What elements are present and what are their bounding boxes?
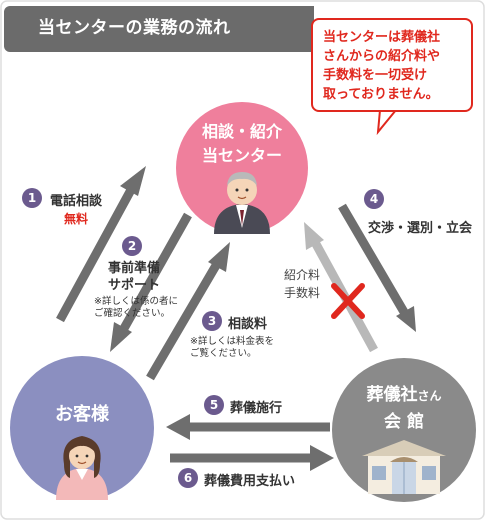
arrow-2 — [110, 212, 192, 352]
page-title: 当センターの業務の流れ — [38, 18, 231, 38]
step-5-label: 葬儀施行 — [230, 401, 283, 416]
arrow-5 — [166, 414, 330, 440]
staff-person-icon — [214, 172, 270, 234]
step-4-label: 交渉・選別・立会 — [368, 221, 473, 236]
blocked-line2: 手数料 — [284, 286, 321, 300]
customer-person-icon — [56, 436, 108, 500]
step-2-badge: 2 — [122, 236, 142, 256]
notice-line: 当センターは葬儀社 — [323, 30, 441, 45]
center-line1: 相談・紹介 — [201, 122, 282, 141]
step-3-label: 相談料 — [228, 317, 268, 332]
step-2-label-line2: サポート — [108, 278, 161, 293]
arrow-4 — [338, 203, 416, 332]
funeral-line1: 葬儀社 — [366, 385, 418, 405]
step-2-label-line1: 事前準備 — [108, 261, 161, 276]
step-1-label: 電話相談 — [50, 194, 103, 209]
funeral-line2: 会 館 — [384, 412, 424, 432]
step-2-note: ※詳しくは係の者に ご確認ください。 — [94, 296, 178, 320]
step-3-note-line1: ※詳しくは料金表を — [190, 336, 274, 347]
step-4-badge: 4 — [364, 189, 384, 209]
step-6-label: 葬儀費用支払い — [204, 474, 296, 489]
notice-line: 取っておりません。 — [323, 87, 439, 102]
funeral-hall-icon — [362, 440, 446, 494]
notice-tail — [376, 109, 399, 136]
header-bar — [4, 6, 314, 52]
step-2-note-line2: ご確認ください。 — [94, 308, 171, 319]
blocked-line1: 紹介料 — [284, 268, 321, 282]
step-2-note-line1: ※詳しくは係の者に — [94, 296, 178, 307]
center-line2: 当センター — [201, 146, 282, 165]
center-node-label: 相談・紹介 当センター — [182, 120, 302, 168]
funeral-line1-small: さん — [417, 389, 442, 403]
arrow-1 — [56, 166, 146, 323]
step-2-label: 事前準備 サポート — [108, 260, 160, 294]
step-6-badge: 6 — [178, 468, 198, 488]
step-3-note: ※詳しくは料金表を ご覧ください。 — [190, 336, 274, 360]
step-5-badge: 5 — [204, 395, 224, 415]
notice-line: さんからの紹介料や — [323, 49, 441, 64]
notice-box: 当センターは葬儀社 さんからの紹介料や 手数料を一切受け 取っておりません。 — [311, 18, 473, 112]
notice-text: 当センターは葬儀社 さんからの紹介料や 手数料を一切受け 取っておりません。 — [323, 28, 469, 104]
notice-line: 手数料を一切受け — [323, 68, 428, 83]
customer-label: お客様 — [55, 404, 109, 425]
arrow-3 — [146, 242, 230, 381]
funeral-node-label: 葬儀社さん 会 館 — [344, 382, 464, 435]
funeral-node — [332, 358, 476, 502]
center-node — [176, 102, 308, 234]
customer-node — [10, 356, 154, 500]
step-1-badge: 1 — [22, 188, 42, 208]
step-3-badge: 3 — [202, 311, 222, 331]
arrow-6 — [170, 445, 334, 471]
step-3-note-line2: ご覧ください。 — [190, 348, 257, 359]
step-1-note: 無料 — [64, 212, 89, 226]
blocked-cross-icon — [331, 283, 365, 319]
blocked-fees-label: 紹介料 手数料 — [284, 266, 320, 302]
